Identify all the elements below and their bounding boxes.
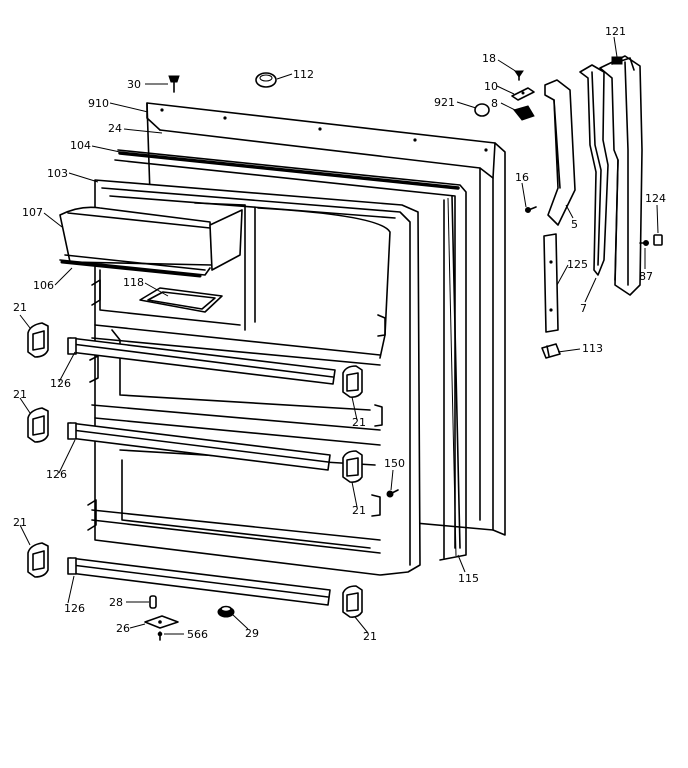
- shelf-bar-middle: [67, 422, 331, 471]
- label-21-right-top: 21: [352, 416, 366, 429]
- label-30: 30: [127, 78, 141, 91]
- clip-124: [653, 234, 663, 246]
- label-112: 112: [293, 68, 314, 81]
- screw-150: [386, 489, 399, 498]
- handle-trim-7: [579, 64, 609, 276]
- label-126-top: 126: [50, 377, 71, 390]
- label-126-bottom: 126: [64, 602, 85, 615]
- label-107: 107: [22, 206, 43, 219]
- shelf-end-cap-left-middle: [27, 407, 49, 443]
- shelf-end-cap-left-top: [27, 322, 49, 358]
- label-150: 150: [384, 457, 405, 470]
- callout-labels: 30 112 910 24 104 103 107 106 118 21 21 …: [13, 25, 666, 643]
- screw-566: [157, 631, 163, 641]
- inner-door-liner: [87, 179, 421, 576]
- label-103: 103: [47, 167, 68, 180]
- shelf-end-cap-right-bottom: [342, 585, 363, 618]
- label-8: 8: [491, 97, 498, 110]
- shelf-end-cap-right-top: [342, 365, 363, 398]
- label-87: 87: [639, 270, 653, 283]
- handle-121: [599, 55, 643, 296]
- label-126-middle: 126: [46, 468, 67, 481]
- dairy-compartment-door: [59, 202, 246, 326]
- screw-16: [525, 206, 537, 213]
- label-21-left-bottom: 21: [13, 516, 27, 529]
- cam-8: [513, 105, 535, 121]
- spacer-28: [149, 595, 157, 609]
- cap-921: [474, 103, 490, 117]
- label-104: 104: [70, 139, 91, 152]
- label-26: 26: [116, 622, 130, 635]
- label-125: 125: [567, 258, 588, 271]
- label-121: 121: [605, 25, 626, 38]
- plug-112: [255, 72, 277, 88]
- label-21-right-middle: 21: [352, 504, 366, 517]
- label-21-left-top: 21: [13, 301, 27, 314]
- label-21-left-middle: 21: [13, 388, 27, 401]
- stop-113: [541, 343, 561, 359]
- plate-26: [144, 615, 179, 629]
- label-113: 113: [582, 342, 603, 355]
- label-115: 115: [458, 572, 479, 585]
- trim-strip-125: [543, 233, 559, 333]
- label-566: 566: [187, 628, 208, 641]
- label-18: 18: [482, 52, 496, 65]
- shelf-end-cap-right-middle: [342, 450, 363, 483]
- bushing-29: [217, 605, 235, 618]
- label-118: 118: [123, 276, 144, 289]
- label-910: 910: [88, 97, 109, 110]
- shelf-end-cap-left-bottom: [27, 542, 49, 578]
- label-29: 29: [245, 627, 259, 640]
- hinge-pin-10: [511, 87, 535, 101]
- shelf-bar-bottom: [67, 557, 331, 606]
- label-28: 28: [109, 596, 123, 609]
- label-16: 16: [515, 171, 529, 184]
- label-24: 24: [108, 122, 122, 135]
- label-5: 5: [571, 218, 578, 231]
- label-21-right-bottom: 21: [363, 630, 377, 643]
- screw-30: [168, 75, 180, 93]
- label-7: 7: [580, 302, 587, 315]
- label-106: 106: [33, 279, 54, 292]
- hinge-bracket-5: [544, 79, 576, 226]
- screw-87: [639, 240, 649, 246]
- butter-tray: [139, 287, 223, 313]
- shelf-bar-top: [67, 337, 336, 385]
- leader-lines: [19, 36, 659, 635]
- label-10: 10: [484, 80, 498, 93]
- screw-18: [514, 70, 524, 81]
- label-921: 921: [434, 96, 455, 109]
- label-124: 124: [645, 192, 666, 205]
- door-gasket: [114, 149, 467, 561]
